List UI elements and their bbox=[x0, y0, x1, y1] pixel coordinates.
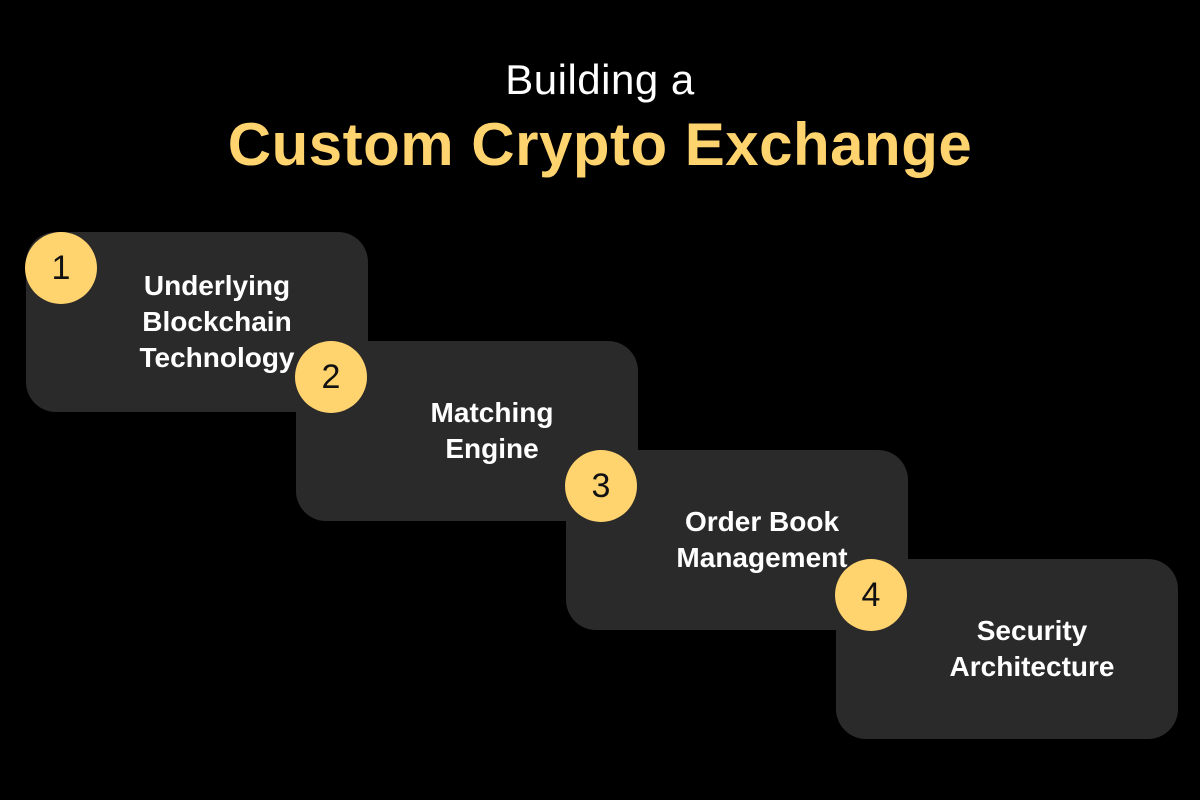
step-label-2: Matching Engine bbox=[430, 397, 554, 464]
title-line-2: Custom Crypto Exchange bbox=[227, 111, 973, 178]
step-number-badge-4: 4 bbox=[835, 559, 907, 631]
step-number-badge-2: 2 bbox=[295, 341, 367, 413]
step-label-3: Order Book Management bbox=[676, 506, 848, 573]
step-number-badge-1: 1 bbox=[25, 232, 97, 304]
step-label-4: Security Architecture bbox=[949, 615, 1115, 682]
step-label-1: Underlying Blockchain Technology bbox=[139, 270, 295, 373]
step-card-1: Underlying Blockchain Technology bbox=[26, 232, 368, 412]
step-number-badge-3: 3 bbox=[565, 450, 637, 522]
title-line-1: Building a bbox=[505, 56, 695, 103]
